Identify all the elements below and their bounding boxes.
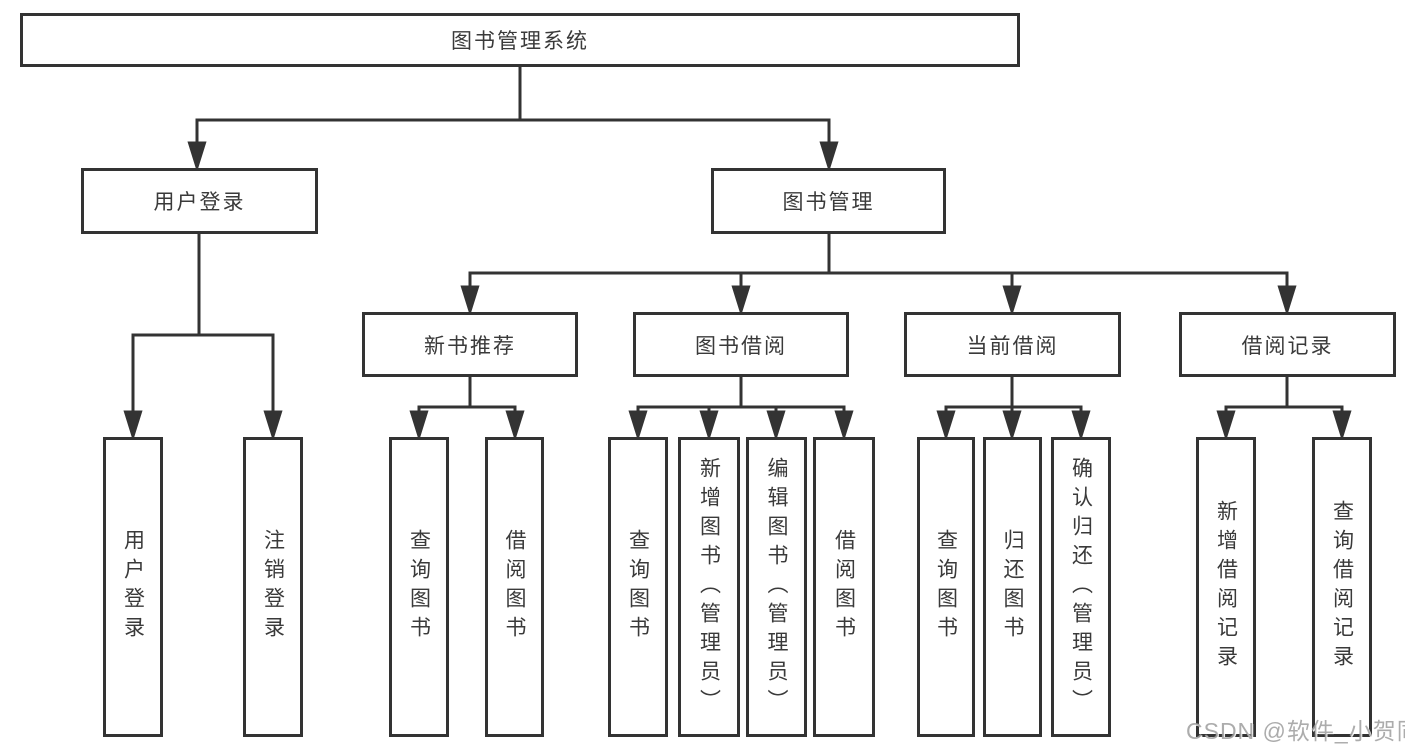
- arrowhead: [187, 141, 207, 173]
- arrowhead: [1277, 285, 1297, 317]
- node-label: 查询借阅记录: [1330, 500, 1354, 674]
- node-borrowing-records: 借阅记录: [1179, 312, 1396, 377]
- node-add-borrow-record: 新增借阅记录: [1196, 437, 1256, 737]
- arrowhead: [1002, 285, 1022, 317]
- node-label: 借阅图书: [503, 529, 526, 645]
- node-label: 注销登录: [261, 529, 285, 645]
- node-edit-book-admin: 编辑图书（管理员）: [746, 437, 807, 737]
- node-label: 图书借阅: [695, 334, 787, 358]
- node-book-borrowing: 图书借阅: [633, 312, 849, 377]
- arrowhead: [936, 410, 956, 442]
- node-query-books-borrowing: 查询图书: [608, 437, 668, 737]
- node-confirm-return-admin: 确认归还（管理员）: [1051, 437, 1111, 737]
- node-label: 编辑图书（管理员）: [765, 456, 788, 718]
- arrowhead: [699, 410, 719, 442]
- arrowhead: [834, 410, 854, 442]
- node-query-books-current: 查询图书: [917, 437, 975, 737]
- node-logout-action: 注销登录: [243, 437, 303, 737]
- node-return-books: 归还图书: [983, 437, 1042, 737]
- node-library-system: 图书管理系统: [20, 13, 1020, 67]
- connector-user-login: [123, 234, 283, 442]
- node-current-borrowing: 当前借阅: [904, 312, 1121, 377]
- node-label: 确认归还（管理员）: [1069, 456, 1093, 718]
- node-label: 归还图书: [1001, 529, 1024, 645]
- connector-book-management: [460, 234, 1297, 317]
- arrowhead: [1002, 410, 1022, 442]
- node-borrow-books-recommend: 借阅图书: [485, 437, 544, 737]
- node-label: 图书管理: [782, 191, 875, 214]
- connector-book-borrowing: [628, 377, 854, 442]
- node-query-books-recommend: 查询图书: [389, 437, 449, 737]
- node-label: 查询图书: [407, 529, 431, 645]
- arrowhead: [505, 410, 525, 442]
- connector-root: [187, 66, 839, 173]
- node-label: 借阅图书: [832, 529, 856, 645]
- node-label: 图书管理系统: [451, 30, 589, 53]
- arrowhead: [460, 285, 480, 317]
- arrowhead: [819, 141, 839, 173]
- arrowhead: [628, 410, 648, 442]
- arrowhead: [1216, 410, 1236, 442]
- arrowhead: [766, 410, 786, 442]
- arrowhead: [409, 410, 429, 442]
- node-label: 查询图书: [934, 529, 958, 645]
- node-label: 新书推荐: [424, 334, 516, 358]
- node-book-management: 图书管理: [711, 168, 946, 234]
- arrowhead: [1071, 410, 1091, 442]
- arrowhead: [123, 410, 143, 442]
- node-label: 新增图书（管理员）: [697, 456, 721, 718]
- node-user-login: 用户登录: [81, 168, 318, 234]
- arrowhead: [263, 410, 283, 442]
- node-new-book-recommend: 新书推荐: [362, 312, 578, 377]
- node-label: 新增借阅记录: [1214, 500, 1238, 674]
- node-borrow-books-action: 借阅图书: [813, 437, 875, 737]
- node-label: 查询图书: [626, 529, 650, 645]
- connector-borrowing-records: [1216, 377, 1352, 442]
- node-label: 用户登录: [121, 529, 145, 645]
- node-user-login-action: 用户登录: [103, 437, 163, 737]
- node-label: 当前借阅: [966, 334, 1059, 358]
- connector-current-borrowing: [936, 377, 1091, 442]
- connector-new-book-recommend: [409, 377, 525, 442]
- node-label: 用户登录: [153, 191, 246, 214]
- node-query-borrow-record: 查询借阅记录: [1312, 437, 1372, 737]
- node-add-book-admin: 新增图书（管理员）: [678, 437, 740, 737]
- arrowhead: [731, 285, 751, 317]
- node-label: 借阅记录: [1241, 334, 1334, 358]
- arrowhead: [1332, 410, 1352, 442]
